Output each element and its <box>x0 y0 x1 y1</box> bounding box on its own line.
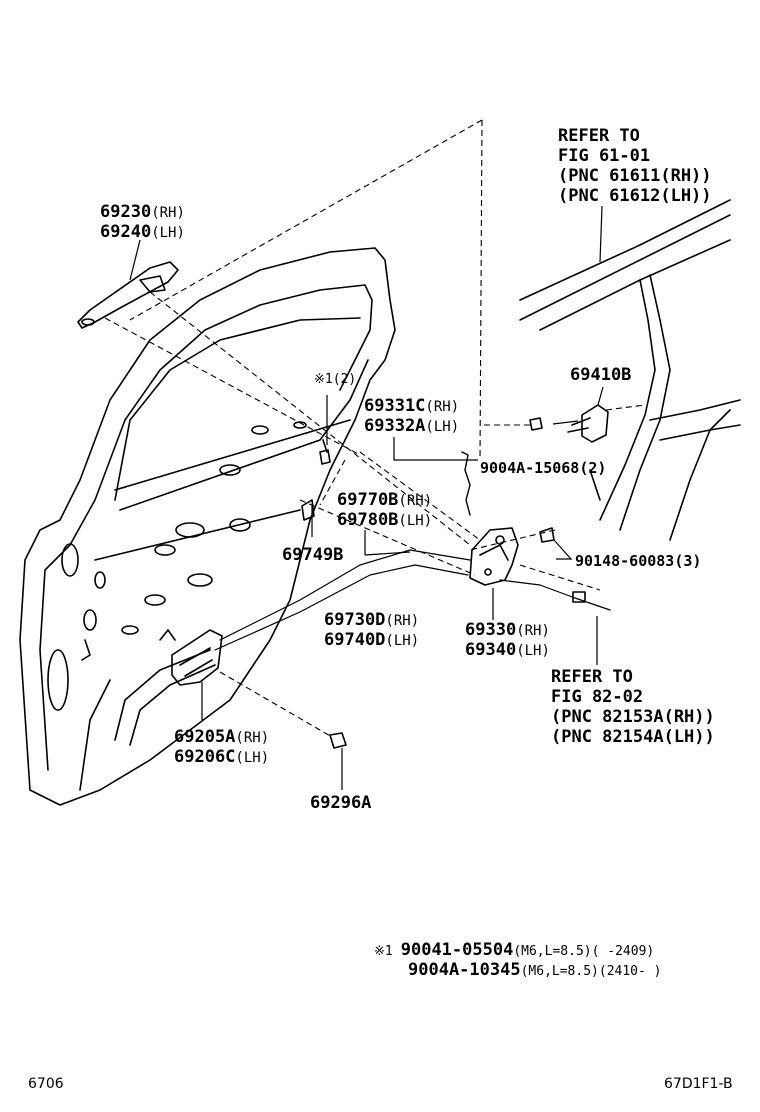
refer-mid-3: (PNC 82153A(RH)) <box>551 707 715 727</box>
bolt-90041 <box>319 439 331 465</box>
label-69340: 69340(LH) <box>465 640 550 660</box>
striker <box>567 404 609 443</box>
note-mark: ※1(2) <box>314 372 357 387</box>
label-90148: 90148-60083(3) <box>575 552 702 570</box>
note-row-2: 9004A-10345(M6,L=8.5)(2410- ) <box>408 960 662 980</box>
clip-69749b <box>301 499 315 521</box>
cable-82153a <box>499 579 611 611</box>
body-pillar <box>519 199 741 541</box>
door-panel <box>19 247 396 806</box>
refer-mid-2: FIG 82-02 <box>551 687 644 707</box>
inside-handle <box>171 629 223 686</box>
refer-top-4: (PNC 61612(LH)) <box>558 186 712 206</box>
refer-mid-4: (PNC 82154A(LH)) <box>551 727 715 747</box>
label-69749b: 69749B <box>282 545 344 565</box>
label-69780b: 69780B(LH) <box>337 510 433 530</box>
refer-top-3: (PNC 61611(RH)) <box>558 166 712 186</box>
label-69296a: 69296A <box>310 793 372 813</box>
cable-69730d <box>219 549 471 641</box>
outside-handle <box>77 261 179 329</box>
label-69206c: 69206C(LH) <box>174 747 270 767</box>
footer-page-code: 6706 <box>28 1076 64 1092</box>
label-69230: 69230(RH) <box>100 202 185 222</box>
door-lock <box>469 527 519 586</box>
label-69330: 69330(RH) <box>465 620 550 640</box>
rod-69331c <box>461 451 471 516</box>
refer-mid-1: REFER TO <box>551 667 633 687</box>
footer-figure-code: 67D1F1-B <box>664 1076 733 1092</box>
label-69740d: 69740D(LH) <box>324 630 420 650</box>
connector <box>572 591 586 603</box>
cable-69730d-2 <box>214 564 469 651</box>
label-69331c: 69331C(RH) <box>364 396 460 416</box>
label-69770b: 69770B(RH) <box>337 490 433 510</box>
label-69410b: 69410B <box>570 365 632 385</box>
screw-9004a <box>529 417 543 431</box>
label-69730d: 69730D(RH) <box>324 610 420 630</box>
label-69240: 69240(LH) <box>100 222 185 242</box>
label-69332a: 69332A(LH) <box>364 416 460 436</box>
label-9004a-15068: 9004A-15068(2) <box>480 459 607 477</box>
refer-top-2: FIG 61-01 <box>558 146 651 166</box>
label-69205a: 69205A(RH) <box>174 727 270 747</box>
screw-90148 <box>539 527 555 543</box>
refer-top-1: REFER TO <box>558 126 640 146</box>
screw-69296a <box>329 732 347 749</box>
